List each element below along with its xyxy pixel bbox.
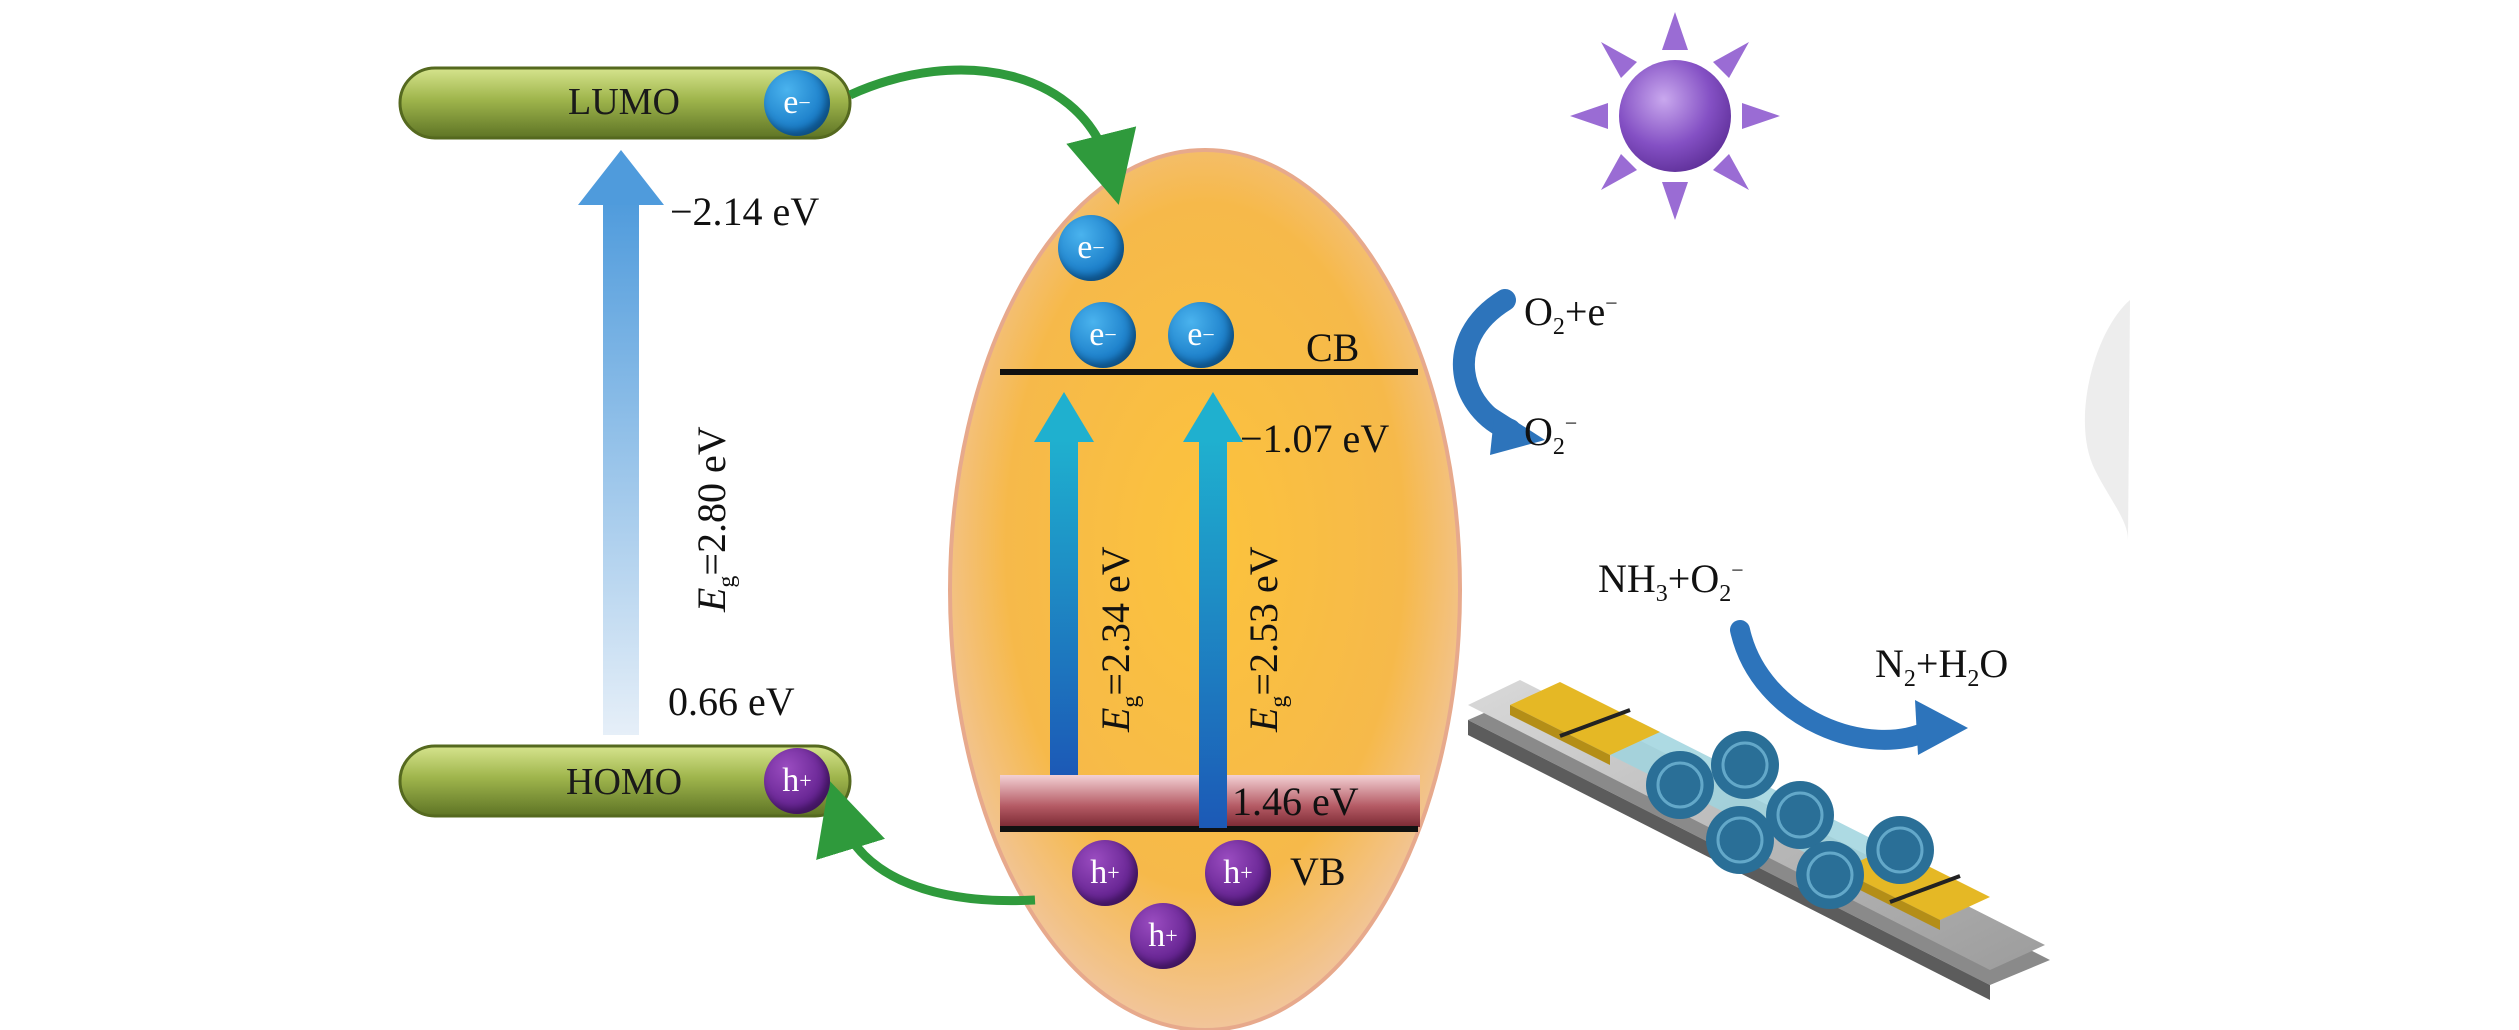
oxygen-reduction-arrow bbox=[1452, 289, 1521, 441]
homo-lumo-gap-label: Eg=2.80 eV bbox=[689, 426, 740, 612]
background-cloud-fragment bbox=[2084, 300, 2130, 540]
sun-icon bbox=[1570, 12, 1780, 220]
nitrogen-water-product-label: N2+H2O bbox=[1875, 641, 2009, 692]
electron-transfer-arrow bbox=[848, 65, 1137, 205]
cb-electron-top: e− bbox=[1058, 215, 1124, 281]
vb-hole-left: h+ bbox=[1072, 840, 1138, 906]
superoxide-product-label: O2− bbox=[1524, 409, 1578, 460]
vb-hole-right: h+ bbox=[1205, 840, 1271, 906]
cb-electron-left: e− bbox=[1070, 302, 1136, 368]
ammonia-oxidation-arrowhead bbox=[1915, 700, 1968, 755]
homo-hole: h+ bbox=[764, 748, 830, 814]
vb-energy: 1.46 eV bbox=[1232, 779, 1359, 824]
ammonia-reactant-label: NH3+O2− bbox=[1598, 556, 1744, 607]
cb-electron-right: e− bbox=[1168, 302, 1234, 368]
excitation-arrow-2 bbox=[1183, 392, 1243, 828]
hole-transfer-arrow bbox=[816, 780, 1036, 906]
oxygen-reduction-arrowhead bbox=[1490, 408, 1545, 455]
ammonia-oxidation-arrow bbox=[1730, 620, 1940, 750]
homo-energy: 0.66 eV bbox=[668, 679, 795, 724]
cb-energy: −1.07 eV bbox=[1240, 416, 1390, 461]
cb-label: CB bbox=[1306, 325, 1360, 370]
excitation-arrow-1 bbox=[1034, 392, 1094, 775]
homo-label: HOMO bbox=[566, 761, 683, 803]
homo-lumo-gap-arrow bbox=[578, 150, 664, 735]
lumo-label: LUMO bbox=[568, 81, 680, 123]
lumo-bar bbox=[398, 66, 852, 140]
bandgap-label-1: Eg=2.34 eV bbox=[1093, 546, 1144, 732]
lumo-energy: −2.14 eV bbox=[670, 189, 820, 234]
sensor-device bbox=[1468, 680, 2050, 1000]
vb-hole-bottom: h+ bbox=[1130, 903, 1196, 969]
vb-label: VB bbox=[1290, 849, 1346, 894]
oxygen-reactant-label: O2+e− bbox=[1524, 289, 1618, 340]
lumo-electron: e− bbox=[764, 70, 830, 136]
bandgap-label-2: Eg=2.53 eV bbox=[1241, 546, 1292, 732]
